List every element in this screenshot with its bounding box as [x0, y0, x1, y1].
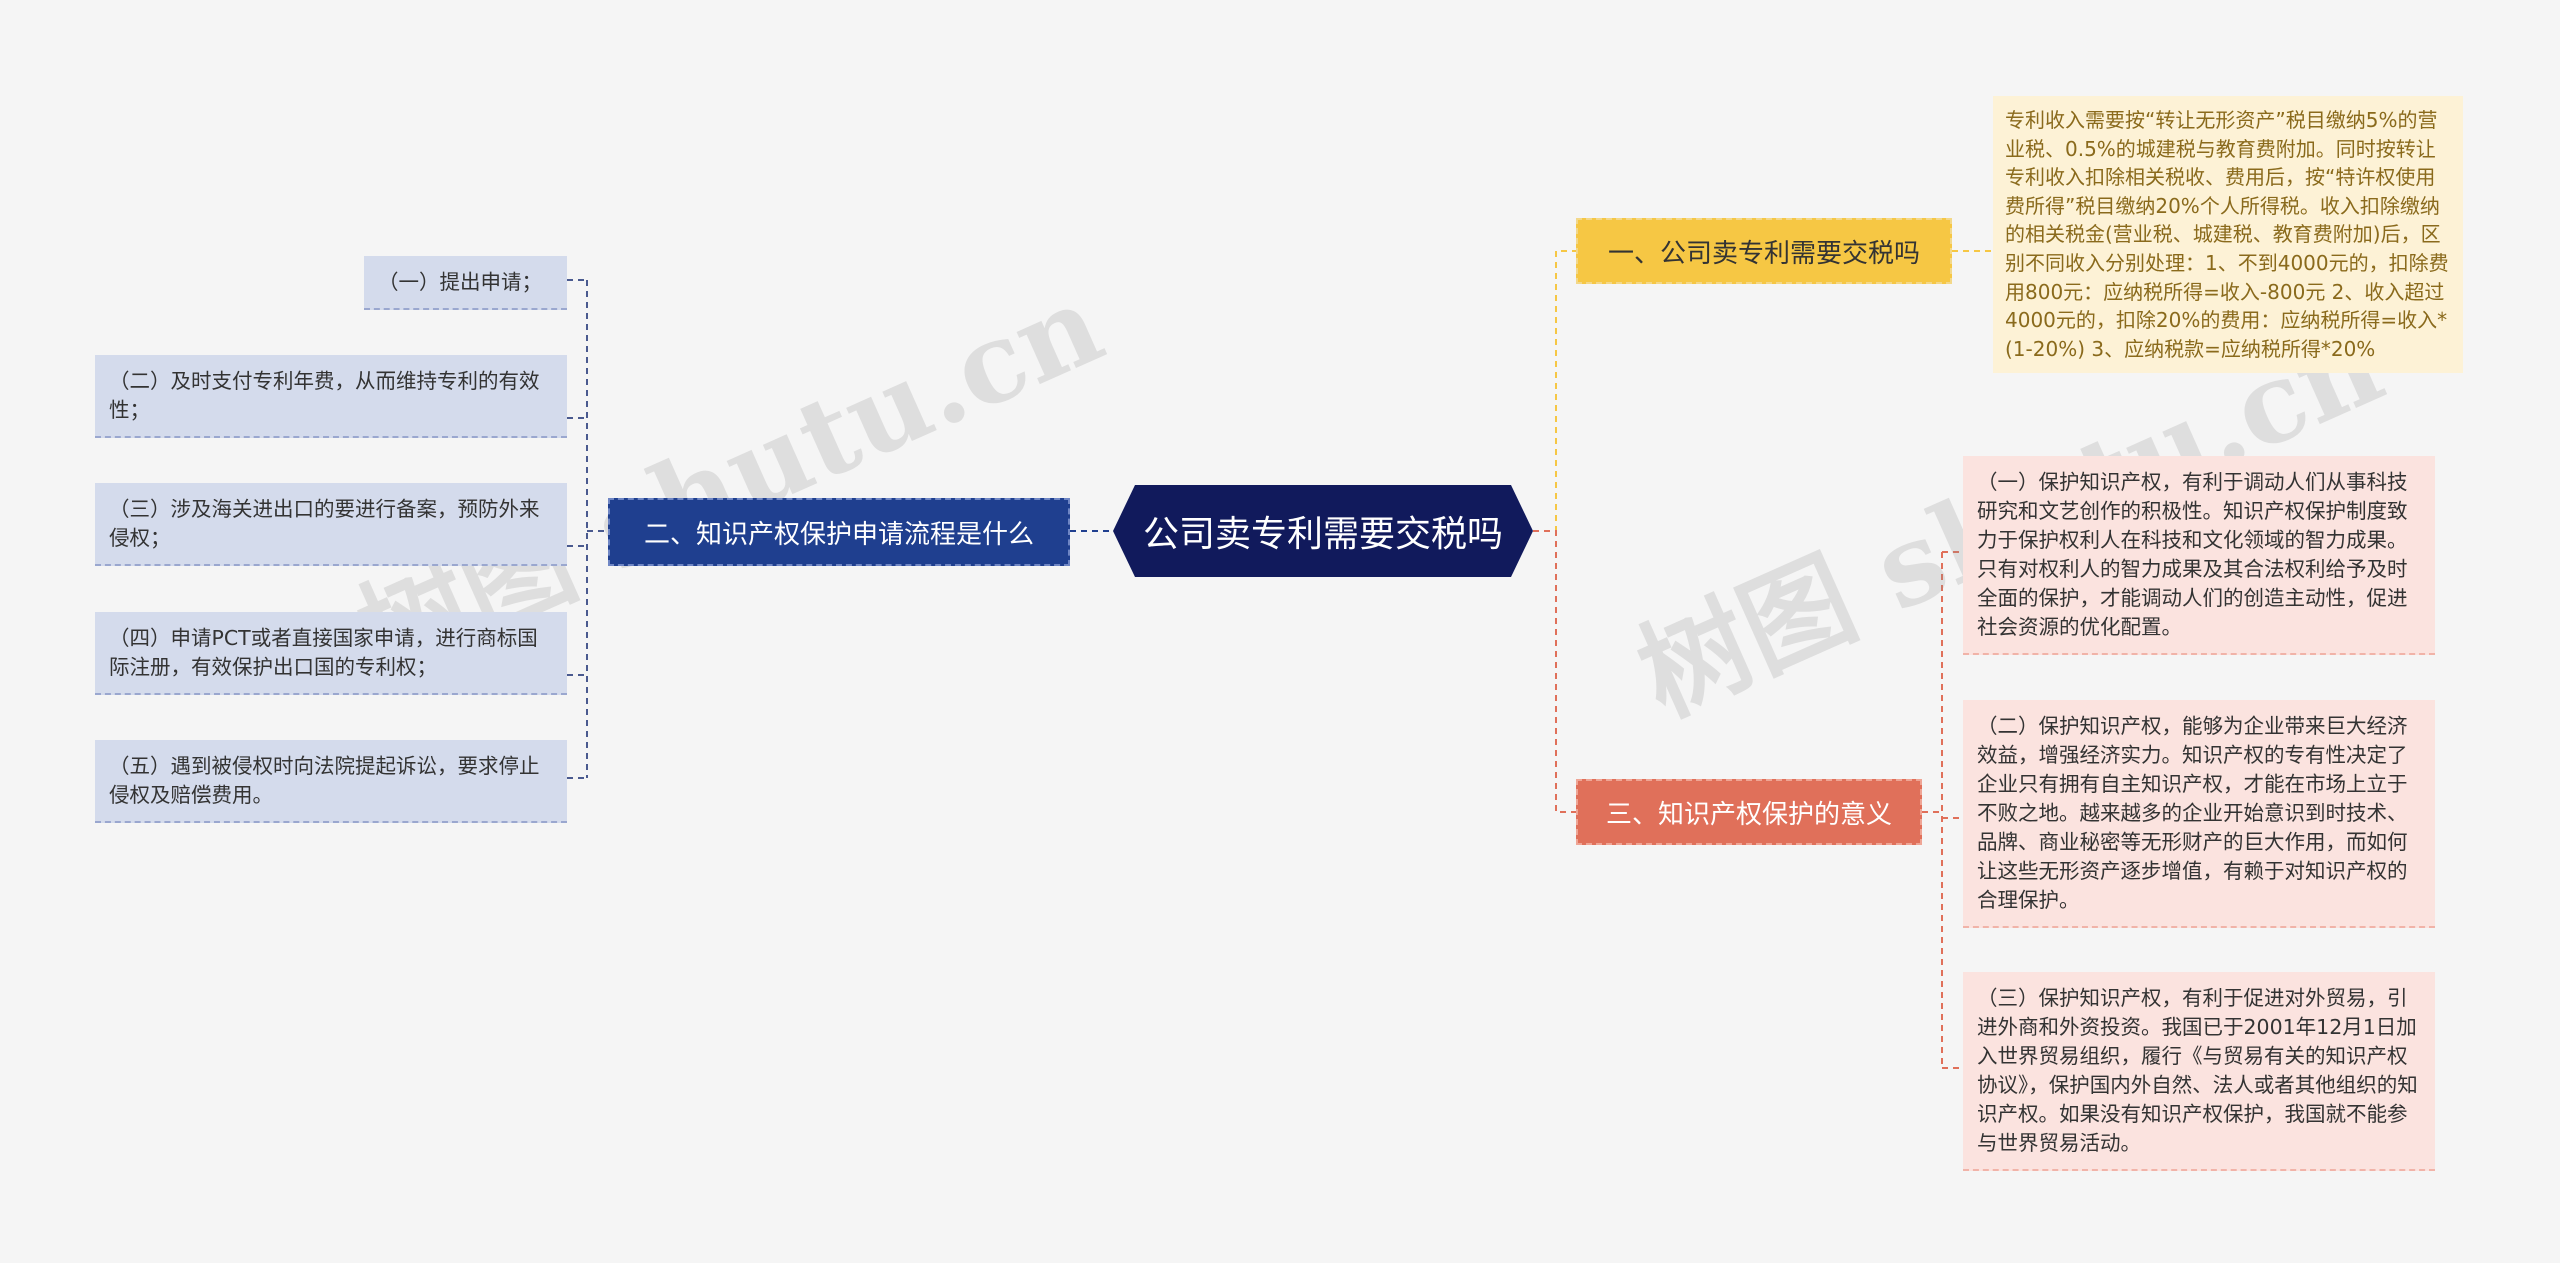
leaf-significance-1[interactable]: （一）保护知识产权，有利于调动人们从事科技研究和文艺创作的积极性。知识产权保护制…	[1963, 456, 2435, 655]
branch-significance[interactable]: 三、知识产权保护的意义	[1576, 779, 1922, 845]
leaf-significance-3[interactable]: （三）保护知识产权，有利于促进对外贸易，引进外商和外资投资。我国已于2001年1…	[1963, 972, 2435, 1171]
leaf-process-3[interactable]: （三）涉及海关进出口的要进行备案，预防外来侵权；	[95, 483, 567, 566]
root-topic[interactable]: 公司卖专利需要交税吗	[1113, 485, 1533, 577]
leaf-process-5[interactable]: （五）遇到被侵权时向法院提起诉讼，要求停止侵权及赔偿费用。	[95, 740, 567, 823]
connector-root-top	[1533, 250, 1576, 532]
connector-root-bottom	[1533, 530, 1576, 813]
leaf-process-2[interactable]: （二）及时支付专利年费，从而维持专利的有效性；	[95, 355, 567, 438]
branch-tax[interactable]: 一、公司卖专利需要交税吗	[1576, 218, 1952, 284]
leaf-tax-detail[interactable]: 专利收入需要按“转让无形资产”税目缴纳5%的营业税、0.5%的城建税与教育费附加…	[1993, 96, 2463, 374]
leaf-significance-2[interactable]: （二）保护知识产权，能够为企业带来巨大经济效益，增强经济实力。知识产权的专有性决…	[1963, 700, 2435, 928]
leaf-process-4[interactable]: （四）申请PCT或者直接国家申请，进行商标国际注册，有效保护出口国的专利权；	[95, 612, 567, 695]
leaf-process-1[interactable]: （一）提出申请；	[364, 256, 567, 310]
branch-process[interactable]: 二、知识产权保护申请流程是什么	[608, 498, 1070, 566]
